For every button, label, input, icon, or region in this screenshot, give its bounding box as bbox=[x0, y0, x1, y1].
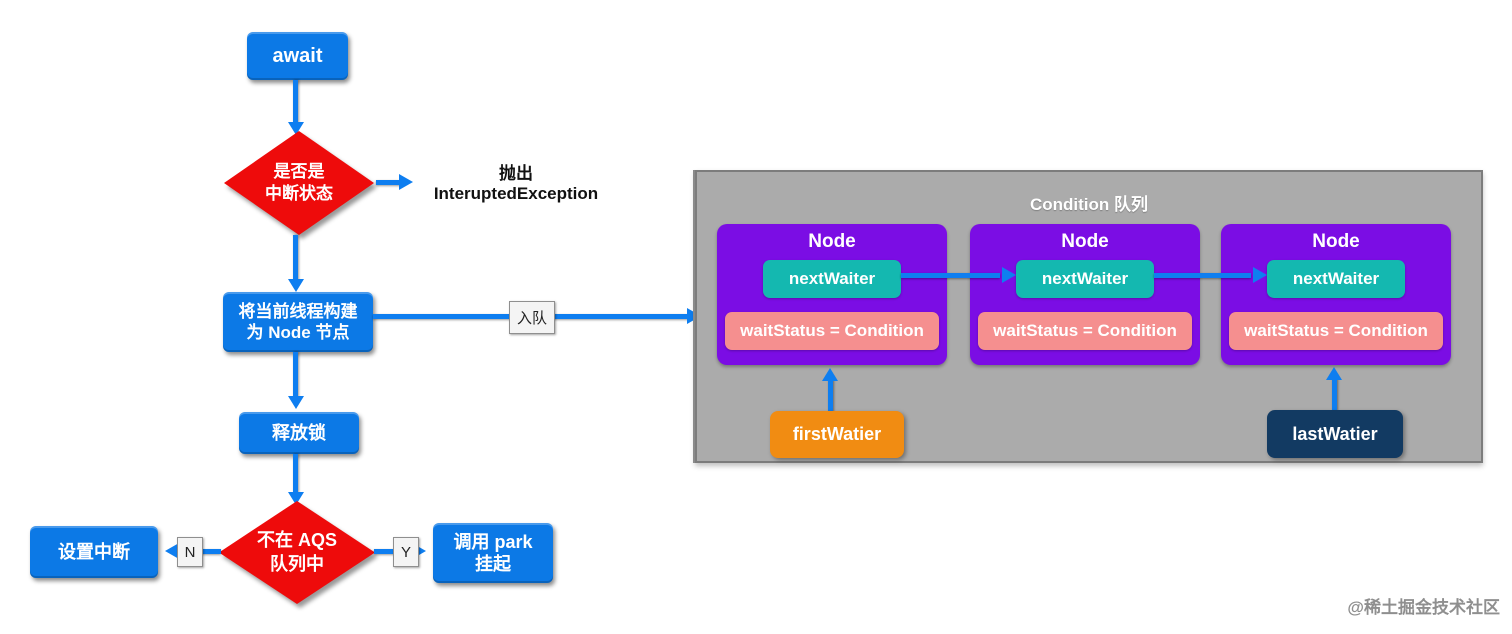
flow-node-call-park: 调用 park 挂起 bbox=[433, 523, 553, 583]
last-waiter-pointer: lastWatier bbox=[1267, 410, 1403, 458]
flow-node-await: await bbox=[247, 32, 348, 80]
next-waiter-field-3: nextWaiter bbox=[1267, 260, 1405, 298]
next-waiter-text: nextWaiter bbox=[1292, 269, 1380, 288]
queue-node-3: Node nextWaiter waitStatus = Condition bbox=[1221, 224, 1451, 365]
arrow-first-waiter bbox=[828, 377, 833, 412]
queue-node-3-title: Node bbox=[1312, 231, 1360, 252]
flow-node-build-line1: 将当前线程构建 bbox=[238, 301, 358, 321]
arrow-next-waiter-2-to-3 bbox=[1154, 273, 1251, 278]
decision-aqs-line1: 不在 AQS bbox=[256, 530, 337, 551]
arrow-interrupt-to-throw bbox=[376, 180, 402, 185]
queue-node-1: Node nextWaiter waitStatus = Condition bbox=[717, 224, 947, 365]
edge-label-n: N bbox=[177, 537, 203, 567]
throw-exception-line1: 抛出 bbox=[499, 164, 533, 183]
flow-node-release-lock-label: 释放锁 bbox=[272, 422, 326, 443]
wait-status-field-1: waitStatus = Condition bbox=[725, 312, 939, 350]
wait-status-field-3: waitStatus = Condition bbox=[1229, 312, 1443, 350]
last-waiter-label: lastWatier bbox=[1292, 423, 1378, 444]
decision-interrupt-line2: 中断状态 bbox=[265, 184, 333, 203]
queue-node-2-title: Node bbox=[1061, 231, 1109, 252]
arrow-interrupt-to-build bbox=[293, 235, 298, 281]
flow-node-call-park-line1: 调用 park bbox=[453, 531, 533, 552]
throw-exception-line2: InteruptedException bbox=[433, 184, 599, 203]
arrowhead-down-icon bbox=[288, 279, 304, 295]
decision-not-in-aqs: 不在 AQS 队列中 bbox=[219, 501, 375, 604]
arrow-last-waiter bbox=[1332, 376, 1337, 411]
arrowhead-right-icon bbox=[399, 174, 416, 190]
arrow-release-to-aqs-check bbox=[293, 454, 298, 494]
flow-node-set-interrupt-label: 设置中断 bbox=[58, 541, 130, 562]
arrowhead-right-icon bbox=[1002, 267, 1019, 283]
arrowhead-up-icon bbox=[822, 365, 838, 381]
next-waiter-field-2: nextWaiter bbox=[1016, 260, 1154, 298]
throw-exception-text: 抛出 InteruptedException bbox=[400, 164, 632, 204]
decision-interrupt-state: 是否是 中断状态 bbox=[224, 131, 374, 235]
condition-queue-title: Condition 队列 bbox=[1029, 195, 1149, 214]
next-waiter-text: nextWaiter bbox=[1041, 269, 1129, 288]
wait-status-text: waitStatus = Condition bbox=[993, 321, 1177, 340]
flow-node-release-lock: 释放锁 bbox=[239, 412, 359, 454]
flow-node-set-interrupt: 设置中断 bbox=[30, 526, 158, 578]
edge-label-enqueue: 入队 bbox=[509, 301, 555, 334]
arrowhead-up-icon bbox=[1326, 364, 1342, 380]
edge-label-y-text: Y bbox=[400, 543, 411, 561]
flow-node-build-line2: 为 Node 节点 bbox=[246, 323, 350, 342]
queue-node-1-title: Node bbox=[808, 231, 856, 252]
next-waiter-field-1: nextWaiter bbox=[763, 260, 901, 298]
watermark: @稀土掘金技术社区 bbox=[1347, 598, 1500, 617]
wait-status-text: waitStatus = Condition bbox=[1244, 321, 1428, 340]
decision-interrupt-line1: 是否是 bbox=[273, 161, 325, 181]
queue-node-2: Node nextWaiter waitStatus = Condition bbox=[970, 224, 1200, 365]
flow-node-build-node: 将当前线程构建 为 Node 节点 bbox=[223, 292, 373, 352]
flow-node-call-park-line2: 挂起 bbox=[475, 554, 511, 574]
edge-label-y: Y bbox=[393, 537, 419, 567]
decision-aqs-line2: 队列中 bbox=[270, 553, 324, 574]
edge-label-enqueue-text: 入队 bbox=[516, 310, 547, 327]
arrow-await-to-interrupt-check bbox=[293, 80, 298, 124]
flow-node-await-label: await bbox=[272, 44, 323, 67]
arrowhead-left-icon bbox=[162, 543, 179, 559]
wait-status-text: waitStatus = Condition bbox=[740, 321, 924, 340]
first-waiter-pointer: firstWatier bbox=[770, 411, 904, 458]
next-waiter-text: nextWaiter bbox=[788, 269, 876, 288]
arrow-build-to-release bbox=[293, 352, 298, 398]
edge-label-n-text: N bbox=[184, 543, 196, 561]
arrowhead-down-icon bbox=[288, 396, 304, 412]
arrowhead-right-icon bbox=[1253, 267, 1270, 283]
arrow-next-waiter-1-to-2 bbox=[901, 273, 1000, 278]
first-waiter-label: firstWatier bbox=[792, 424, 882, 444]
arrowhead-down-icon bbox=[288, 492, 304, 508]
wait-status-field-2: waitStatus = Condition bbox=[978, 312, 1192, 350]
